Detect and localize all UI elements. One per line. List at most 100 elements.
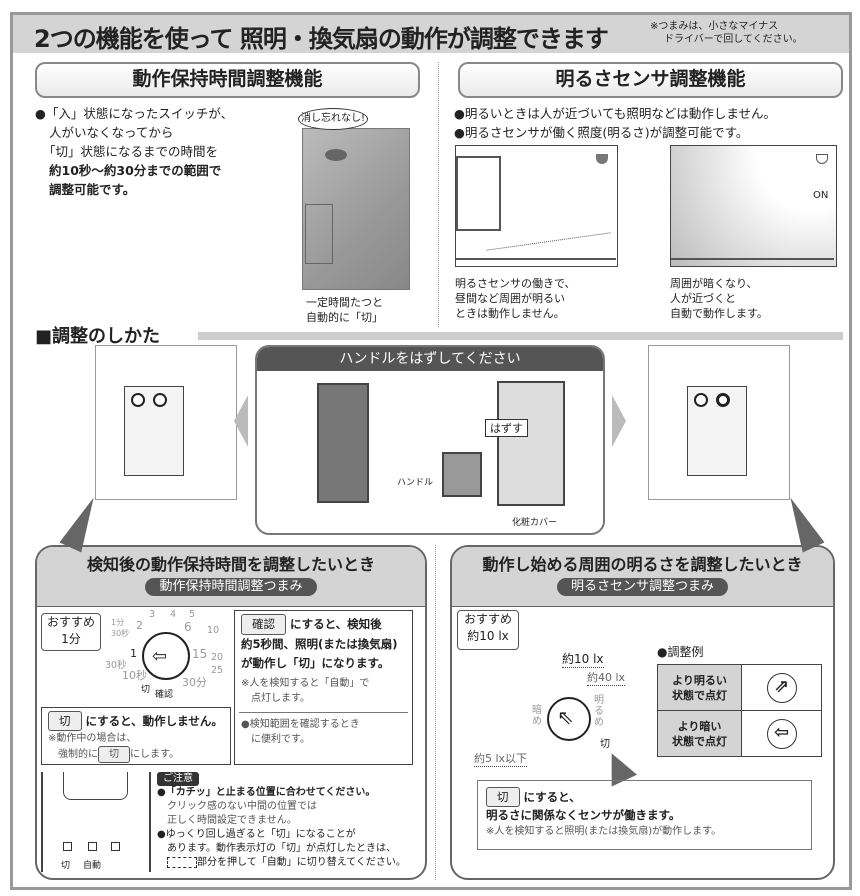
switch-left-illustration: [95, 345, 237, 500]
confirm-line: が動作し「切」になります。: [241, 656, 390, 670]
on-label: ON: [813, 190, 829, 201]
time-knob-icon: [694, 393, 708, 407]
label-line: より暗い: [677, 719, 722, 733]
switch-with-handle: [317, 383, 369, 503]
label-line: より明るい: [672, 673, 727, 687]
caution-line: あります。動作表示灯の「切」が点灯したときは、: [167, 843, 396, 854]
cover-label: 化粧カバー: [512, 518, 558, 528]
label-line: 状態で点灯: [672, 688, 727, 702]
caption-line: 明るさセンサの働きで、: [455, 277, 576, 290]
lx10-label: 約10 lx: [562, 652, 604, 668]
floor-line: [671, 258, 834, 260]
dial-label: 確認: [155, 690, 174, 700]
recommend-line: 1分: [61, 632, 81, 646]
text-line: 調整可能です。: [49, 182, 136, 197]
dashed-area-icon: [167, 856, 197, 868]
time-knob-tag: 動作保持時間調整つまみ: [145, 578, 317, 596]
dial-arrow-left-icon: ⇦: [766, 718, 797, 749]
caption-bright: 明るさセンサの働きで、昼間など周囲が明るいときは動作しません。: [455, 276, 576, 321]
time-box-title: 検知後の動作保持時間を調整したいとき: [86, 555, 375, 574]
header-band: [13, 15, 849, 53]
right-feature-text: ●明るいときは人が近づいても照明などは動作しません。 ●明るさセンサが働く照度(…: [454, 104, 854, 142]
door-icon: [305, 204, 333, 264]
switch-body: [687, 386, 747, 476]
auto-button-icon[interactable]: [88, 842, 97, 851]
lx5-label: 約5 lx以下: [474, 752, 528, 767]
caption-line: 自動的に「切」: [306, 311, 383, 324]
off-bold-text: 明るさに関係なくセンサが働きます。: [486, 808, 681, 822]
note-text: 強制的に: [58, 749, 98, 760]
note-line: 点灯します。: [251, 693, 310, 704]
ceiling-light-on-icon: [816, 154, 828, 164]
handle-removal-panel: ハンドルをはずしてください はずす ハンドル 化粧カバー: [255, 345, 605, 535]
time-dial-icon[interactable]: ⇦: [142, 632, 190, 680]
note-line: に便利です。: [251, 734, 310, 745]
recommend-box: おすすめ 1分: [41, 613, 101, 651]
room-illustration: [302, 128, 410, 290]
dial-label: 15: [192, 647, 208, 661]
left-feature-text: ●「入」状態になったスイッチが、 人がいなくなってから 「切」状態になるまでの時…: [35, 104, 275, 199]
note-line: ※動作中の場合は、: [48, 733, 137, 744]
dial-arrow-icon: ⇦: [152, 646, 168, 667]
button-label: 自動: [83, 861, 102, 871]
button-icon: [111, 842, 120, 851]
dial-label: 25: [211, 665, 224, 676]
caution-tag: ご注意: [157, 772, 199, 786]
right-feature-title: 明るさセンサ調整機能: [458, 62, 843, 98]
example-label: より暗い状態で点灯: [657, 710, 742, 757]
dial-arrow-icon: ⇖: [557, 705, 574, 729]
divider: [435, 545, 436, 880]
off-label: 切: [600, 739, 610, 750]
knob-panel: [63, 772, 128, 800]
dial-label: 30秒: [105, 660, 127, 671]
caption-line: 一定時間たつと: [306, 296, 383, 309]
brightness-knob-tag: 明るさセンサ調整つまみ: [556, 578, 728, 596]
arrow-left-icon: [234, 395, 248, 447]
note-line: ※つまみは、小さなマイナス: [650, 21, 779, 32]
off-button-icon[interactable]: [63, 842, 72, 851]
bright-scene-illustration: [455, 145, 618, 267]
detection-range: [486, 232, 611, 251]
handle-label: ハンドル: [397, 478, 434, 488]
arrow-right-icon: [612, 395, 626, 447]
window-icon: [456, 156, 501, 231]
note-line: ※人を検知すると「自動」で: [241, 678, 370, 689]
floor-line: [456, 258, 616, 260]
dial-label: 1分30秒: [111, 618, 130, 638]
off-note: ※人を検知すると照明(または換気扇)が動作します。: [486, 826, 722, 837]
howto-rule: [198, 332, 843, 340]
label-line: 状態で点灯: [672, 734, 727, 748]
off-key: 切: [486, 787, 520, 807]
dial-label: 10: [207, 625, 220, 636]
dial-label: 6: [184, 620, 192, 634]
confirm-line: 約5秒間、照明(または換気扇): [241, 637, 398, 651]
recommend-line: 約10 lx: [467, 629, 509, 643]
brightness-adjust-box: 動作し始める周囲の明るさを調整したいとき 明るさセンサ調整つまみ おすすめ約10…: [450, 545, 835, 880]
switch-right-illustration: [648, 345, 790, 500]
text-line: ●「入」状態になったスイッチが、: [35, 106, 234, 121]
dial-arrow-up-icon: ⇗: [766, 672, 797, 703]
brightness-dial-icon[interactable]: ⇖: [547, 697, 591, 741]
left-feature-title: 動作保持時間調整機能: [35, 62, 420, 98]
ceiling-light-icon: [596, 154, 608, 164]
example-table: より明るい状態で点灯⇗ より暗い状態で点灯⇦: [657, 664, 822, 757]
lx40-label: 約40 lx: [587, 671, 626, 686]
caption-line: 昼間など周囲が明るい: [455, 292, 565, 305]
note-line: ●検知範囲を確認するとき: [241, 719, 360, 730]
caption-line: 自動で動作します。: [670, 307, 768, 320]
off-text: にすると、動作しません。: [85, 714, 223, 728]
off-text: にすると、: [523, 790, 581, 804]
off-box: 切 にすると、動作しません。 ※動作中の場合は、強制的に切にします。: [41, 707, 231, 765]
recommend-line: おすすめ: [463, 612, 512, 626]
dial-label: 切: [141, 685, 151, 695]
button-label: 切: [61, 861, 71, 871]
dial-label: 3: [149, 609, 156, 620]
confirm-key: 確認: [241, 614, 286, 635]
speech-bubble: 消し忘れなし!: [298, 108, 368, 130]
header-note: ※つまみは、小さなマイナスドライバーで回してください。: [650, 20, 803, 46]
recommend-line: おすすめ: [46, 615, 95, 629]
caution-line: クリック感のない中間の位置では: [167, 801, 317, 812]
caution-line: 正しく時間設定できません。: [167, 815, 297, 826]
confirm-box: 確認 にすると、検知後 約5秒間、照明(または換気扇)が動作し「切」になります。…: [234, 610, 413, 765]
example-dial-dark: ⇦: [741, 710, 822, 757]
